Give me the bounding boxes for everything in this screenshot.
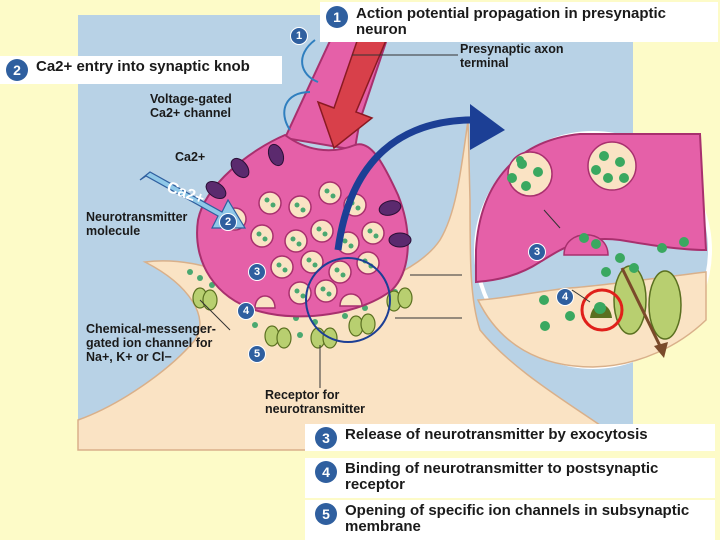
label-presynaptic-axon-terminal: Presynaptic axon terminal: [460, 42, 564, 70]
step-2-text: Ca2+ entry into synaptic knob: [36, 58, 250, 75]
label-neurotransmitter-molecule: Neurotransmitter molecule: [86, 210, 188, 238]
step-4-box: 4 Binding of neurotransmitter to postsyn…: [305, 458, 715, 498]
leader-lines: [199, 54, 462, 388]
label-ca-ion: Ca2+: [175, 150, 206, 164]
zoom-arrow-head: [470, 104, 505, 150]
step-1-number: 1: [326, 6, 348, 28]
figure-badge-1: 1: [290, 27, 308, 45]
label-voltage-gated-channel: Voltage-gated Ca2+ channel: [150, 92, 232, 120]
figure-badge-5: 5: [248, 345, 266, 363]
step-5-text: Opening of specific ion channels in subs…: [345, 502, 690, 536]
step-2-box: 2 Ca2+ entry into synaptic knob: [0, 56, 282, 84]
zoom-focus-ring: [305, 257, 391, 343]
inset-badge-4: 4: [556, 288, 574, 306]
label-receptor: Receptor for neurotransmitter: [265, 388, 366, 416]
binding-highlight-ring: [580, 288, 624, 332]
zoom-arrow: [334, 116, 481, 251]
inset-badge-3: 3: [528, 243, 546, 261]
exocytosis-pockets: [254, 293, 363, 309]
step-3-text: Release of neurotransmitter by exocytosi…: [345, 426, 648, 443]
ca-entry-curve-arrow: [283, 91, 311, 131]
step-5-number: 5: [315, 503, 337, 525]
step-4-number: 4: [315, 461, 337, 483]
figure-badge-4: 4: [237, 302, 255, 320]
step-3-box: 3 Release of neurotransmitter by exocyto…: [305, 424, 715, 451]
ca-entry-arrow: [139, 171, 247, 229]
step-5-box: 5 Opening of specific ion channels in su…: [305, 500, 715, 540]
figure-badge-3: 3: [248, 263, 266, 281]
step-4-text: Binding of neurotransmitter to postsynap…: [345, 460, 659, 494]
zoom-inset: [474, 131, 712, 369]
propagation-arrow: [301, 39, 319, 83]
step-1-text: Action potential propagation in presynap…: [356, 5, 667, 39]
label-chem-gated-channel: Chemical-messenger-gated ion channel for…: [86, 322, 216, 364]
step-1-box: 1 Action potential propagation in presyn…: [320, 2, 718, 42]
step-3-number: 3: [315, 427, 337, 449]
figure-badge-2: 2: [219, 213, 237, 231]
step-2-number: 2: [6, 59, 28, 81]
voltage-gated-ca-channels: [205, 143, 412, 248]
